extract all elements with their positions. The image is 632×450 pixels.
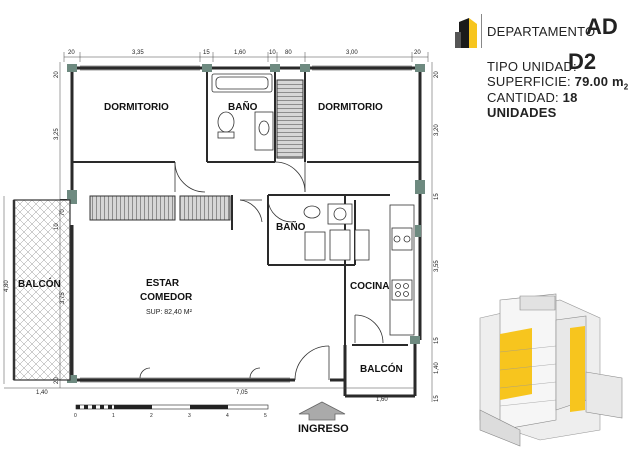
dim-bottom-0: 1,40 (36, 390, 48, 396)
bottom-dimensions: 1,40 7,05 1,60 (36, 390, 388, 403)
superficie-value: 79.00 m (574, 74, 624, 89)
departamento-value: AD (586, 14, 618, 39)
dimension-lines (3, 52, 433, 402)
dim-top-1: 3,35 (132, 50, 144, 56)
windows (80, 65, 412, 383)
dim-top-2: 15 (203, 50, 210, 56)
closet-pasillo (179, 195, 231, 221)
dim-top-0: 20 (68, 50, 75, 56)
tipo-label: TIPO UNIDAD: (487, 59, 577, 74)
scale-tick-2: 2 (150, 413, 153, 419)
dim-bottom-2: 1,60 (376, 397, 388, 403)
superficie-row: SUPERFICIE: 79.00 m2 (487, 74, 628, 92)
dim-right-0: 20 (434, 71, 440, 78)
dim-left-0: 20 (54, 71, 60, 78)
ingreso-label: INGRESO (298, 423, 349, 435)
departamento-row: DEPARTAMENTO (487, 24, 595, 39)
building-thumbnail-icon (479, 293, 623, 447)
tipo-value: D2 (568, 49, 597, 74)
dim-top-4: 10 (269, 50, 276, 56)
dim-bottom-1: 7,05 (236, 390, 248, 396)
room-estar: ESTAR (146, 278, 180, 289)
scale-tick-0: 0 (74, 413, 77, 419)
dim-left-outer: 4,80 (4, 280, 10, 292)
dim-top-5: 80 (285, 50, 292, 56)
header-divider (481, 14, 482, 48)
closet-dormitorio (89, 195, 176, 221)
right-dimensions: 20 3,20 15 3,55 15 1,40 15 (434, 71, 440, 402)
scale-tick-1: 1 (112, 413, 115, 419)
tipo-row: TIPO UNIDAD: (487, 59, 577, 74)
room-dormitorio-2: DORMITORIO (318, 102, 383, 113)
dim-right-1: 3,20 (434, 124, 440, 136)
room-bano-2: BAÑO (276, 220, 306, 233)
walls (70, 66, 422, 398)
bano-2-fixtures (303, 203, 353, 261)
scale-tick-4: 4 (226, 413, 229, 419)
ingreso-arrow-icon (298, 401, 346, 421)
bano-1-fixtures (211, 73, 274, 151)
dim-left-2: 10 (54, 223, 60, 230)
building-logo-icon (455, 18, 477, 48)
departamento-label: DEPARTAMENTO (487, 24, 596, 39)
door-swings (139, 161, 384, 381)
cocina-fixtures (354, 204, 415, 336)
cantidad-value: 18 UNIDADES (487, 90, 578, 120)
duct-bano (276, 79, 304, 159)
room-dormitorio-1: DORMITORIO (104, 102, 169, 113)
superficie-label: SUPERFICIE: (487, 74, 571, 89)
room-cocina: COCINA (350, 281, 389, 292)
room-sup: SUP: 82,40 M² (146, 309, 193, 316)
room-balcon-2: BALCÓN (360, 362, 403, 375)
dim-right-2: 15 (434, 193, 440, 200)
scale-tick-3: 3 (188, 413, 191, 419)
dim-right-4: 15 (434, 337, 440, 344)
balcon-left-area (13, 199, 71, 381)
dim-left-1: 3,25 (54, 128, 60, 140)
dim-top-7: 20 (414, 50, 421, 56)
room-bano-1: BAÑO (228, 100, 258, 113)
dim-right-6: 15 (434, 395, 440, 402)
cantidad-label: CANTIDAD: (487, 90, 559, 105)
superficie-sup: 2 (623, 82, 629, 92)
dim-left-3: 70 (60, 209, 66, 216)
dim-left-4: 3,75 (60, 292, 66, 304)
room-comedor: COMEDOR (140, 292, 193, 303)
dim-left-5: 20 (54, 377, 60, 384)
scale-tick-5: 5 (264, 413, 267, 419)
scale-bar: 0 1 2 3 4 5 (74, 404, 269, 419)
top-dimensions: 20 3,35 15 1,60 10 80 3,00 20 (68, 50, 421, 56)
left-dimensions: 20 3,25 10 70 3,75 20 4,80 (4, 71, 66, 384)
cantidad-row: CANTIDAD: 18 UNIDADES (487, 90, 632, 120)
logo-icon (455, 14, 479, 48)
dim-top-3: 1,60 (234, 50, 246, 56)
room-balcon-1: BALCÓN (18, 277, 61, 290)
dim-top-6: 3,00 (346, 50, 358, 56)
dim-right-5: 1,40 (434, 362, 440, 374)
dim-right-3: 3,55 (434, 260, 440, 272)
wall-markers (67, 64, 425, 383)
